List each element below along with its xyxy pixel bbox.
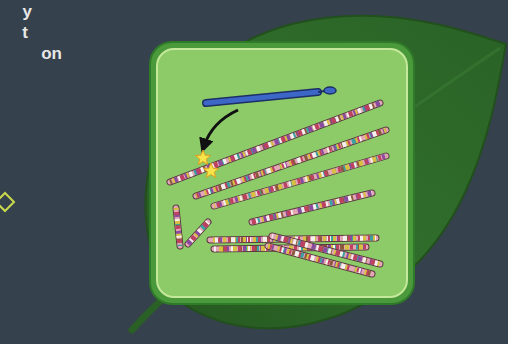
leaf	[146, 16, 506, 328]
insertion-arrow	[204, 110, 238, 146]
insertion-stars	[195, 150, 218, 178]
chromosomes	[170, 103, 386, 274]
cut-off-heading-text: on	[41, 44, 62, 64]
cell-wall	[150, 42, 414, 304]
cut-off-heading-text: y	[23, 2, 32, 22]
cut-off-heading-text: t	[22, 23, 28, 43]
cell-interior	[157, 49, 407, 297]
t-dna-rod	[206, 87, 336, 103]
nav-marker	[0, 193, 14, 211]
